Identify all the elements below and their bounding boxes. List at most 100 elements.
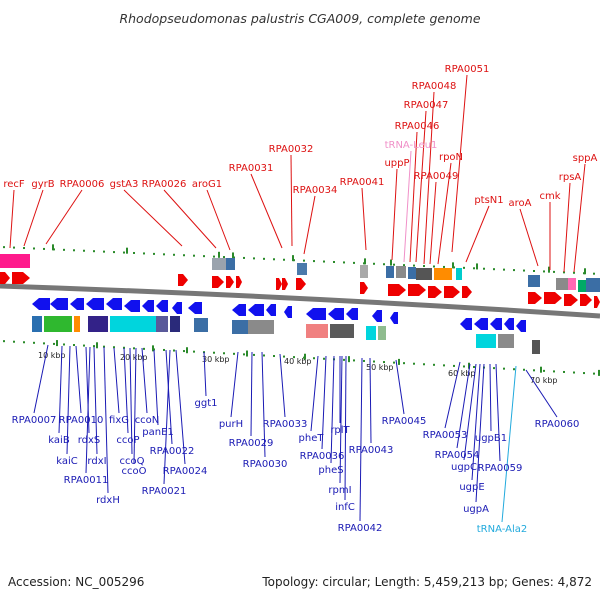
- lower-track-dot: [273, 355, 275, 358]
- gene-label-rpa0031: RPA0031: [229, 163, 274, 174]
- leader-rpa0042: [359, 357, 363, 522]
- forward-gene-arrow: [544, 292, 562, 304]
- gene-label-rpa0021: RPA0021: [142, 486, 187, 497]
- upper-track-dot: [223, 256, 225, 259]
- upper-feature-box: [456, 268, 462, 280]
- lower-track-dash: [398, 358, 400, 365]
- lower-track-dot: [253, 353, 255, 356]
- leader-rpon: [437, 162, 452, 265]
- gene-label-rpa0047: RPA0047: [404, 100, 449, 111]
- gene-label-rpa0006: RPA0006: [60, 179, 105, 190]
- lower-feature-box: [498, 334, 514, 348]
- gene-label-rdxi: rdxI: [87, 456, 106, 467]
- gene-label-cmk: cmk: [539, 191, 560, 202]
- scale-tick-3: 30 kbp: [202, 355, 230, 364]
- upper-track-dot: [173, 253, 175, 256]
- gene-label-ccon: ccoN: [135, 415, 160, 426]
- gene-label-rpa0011: RPA0011: [64, 475, 109, 486]
- leader-rdxh: [103, 346, 109, 494]
- gene-label-rpsa: rpsA: [559, 172, 582, 183]
- upper-track-dot: [73, 249, 75, 252]
- forward-gene-arrow: [462, 286, 472, 298]
- gene-label-ugpb1: ugpB1: [475, 433, 507, 444]
- forward-gene-arrow: [236, 276, 242, 288]
- lower-track-dot: [583, 372, 585, 375]
- upper-track-dot: [423, 265, 425, 268]
- gene-label-aroa: aroA: [509, 198, 532, 209]
- upper-track-dot: [253, 257, 255, 260]
- leader-rpa0049: [429, 181, 437, 265]
- lower-feature-box: [378, 326, 386, 340]
- lower-track-dot: [53, 342, 55, 345]
- gene-label-rpa0022: RPA0022: [150, 446, 195, 457]
- lower-track-dot: [223, 352, 225, 355]
- reverse-gene-arrow: [346, 308, 358, 320]
- upper-track-dot: [383, 263, 385, 266]
- forward-gene-arrow: [296, 278, 306, 290]
- upper-feature-box: [386, 266, 394, 278]
- forward-gene-arrow: [276, 278, 282, 290]
- leader-rpa0036: [321, 355, 327, 450]
- upper-track-dot: [463, 266, 465, 269]
- lower-track-dot: [43, 342, 45, 345]
- forward-gene-arrow: [178, 274, 188, 286]
- upper-track-dot: [33, 247, 35, 250]
- leader-kaib: [58, 345, 63, 434]
- scale-tick-1: 10 kbp: [38, 351, 66, 360]
- accession-text: Accession: NC_005296: [8, 575, 144, 589]
- lower-track-dot: [263, 354, 265, 357]
- lower-feature-box: [194, 318, 208, 332]
- leader-trna-ala2: [501, 365, 517, 523]
- upper-track-dot: [523, 269, 525, 272]
- lower-track-dot: [13, 340, 15, 343]
- lower-feature-box: [248, 320, 274, 334]
- lower-track-dot: [443, 364, 445, 367]
- upper-feature-box: [360, 265, 368, 278]
- lower-track-dot: [343, 358, 345, 361]
- lower-track-dot: [83, 344, 85, 347]
- upper-track-dot: [333, 260, 335, 263]
- leader-rpa0029: [250, 351, 253, 437]
- upper-track-dash: [232, 252, 234, 259]
- leader-fixg: [113, 347, 120, 414]
- gene-label-pane1: panE1: [142, 427, 174, 438]
- forward-gene-arrow: [226, 276, 234, 288]
- leader-ccop: [123, 347, 129, 434]
- reverse-gene-arrow: [328, 308, 344, 320]
- gene-label-rpa0034: RPA0034: [293, 185, 338, 196]
- forward-gene-arrow: [0, 272, 10, 284]
- upper-feature-box: [408, 267, 416, 279]
- lower-track-dot: [373, 360, 375, 363]
- reverse-gene-arrow: [232, 304, 246, 316]
- lower-track-dash: [56, 340, 58, 347]
- leader-rpa0026: [163, 189, 217, 249]
- lower-feature-box: [170, 316, 180, 332]
- gene-label-rpa0032: RPA0032: [269, 144, 314, 155]
- upper-track-dot: [13, 246, 15, 249]
- upper-feature-box: [528, 275, 540, 287]
- lower-track-dot: [3, 340, 5, 343]
- label-leader-lines: [9, 74, 586, 523]
- topology-text: Topology: circular; Length: 5,459,213 bp…: [261, 575, 592, 589]
- leader-rdxs: [85, 346, 90, 434]
- lower-track-dot: [403, 362, 405, 365]
- reverse-gene-arrow: [86, 298, 104, 310]
- gene-label-infc: infC: [335, 502, 355, 513]
- lower-track-dot: [423, 363, 425, 366]
- upper-track-dot: [503, 268, 505, 271]
- lower-feature-box: [330, 324, 354, 338]
- upper-track-dot: [323, 260, 325, 263]
- upper-track-dot: [343, 261, 345, 264]
- leader-ugpa: [475, 363, 485, 503]
- gene-label-rpa0053: RPA0053: [423, 430, 468, 441]
- gene-label-rpa0049: RPA0049: [414, 171, 459, 182]
- lower-track-dot: [393, 361, 395, 364]
- leader-sppa: [573, 163, 586, 273]
- leader-rpsa: [563, 182, 571, 273]
- upper-track-dot: [543, 270, 545, 273]
- gene-label-sppa: sppA: [573, 153, 598, 164]
- upper-track-dash: [52, 244, 54, 251]
- lower-feature-box: [44, 316, 72, 332]
- reverse-gene-arrow: [504, 318, 514, 330]
- lower-track-dot: [163, 348, 165, 351]
